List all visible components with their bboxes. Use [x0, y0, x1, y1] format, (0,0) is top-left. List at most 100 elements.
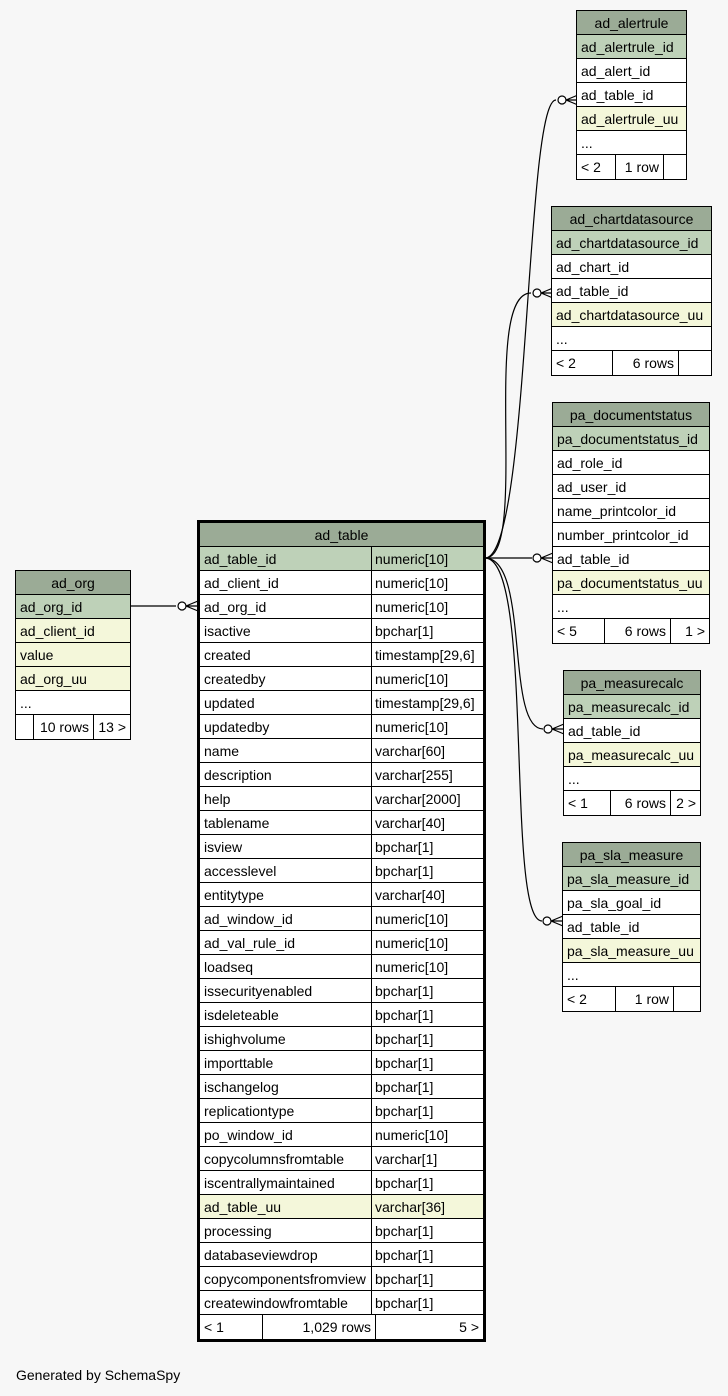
parents-count[interactable]: < 2 [581, 159, 601, 175]
column-row[interactable]: ... [564, 767, 700, 791]
children-count[interactable] [673, 987, 700, 1011]
column-row[interactable]: name_printcolor_id [553, 499, 709, 523]
column-row[interactable]: pa_sla_measure_id [563, 867, 700, 891]
column-row[interactable]: pa_sla_measure_uu [563, 939, 700, 963]
column-name: ad_table_id [567, 919, 640, 935]
column-row[interactable]: ad_chart_id [552, 255, 711, 279]
column-row[interactable]: ad_table_id [553, 547, 709, 571]
row-count: 6 rows [612, 351, 678, 375]
parents-count[interactable]: < 2 [556, 355, 576, 371]
column-row[interactable]: ad_table_id [564, 719, 700, 743]
column-row[interactable]: ad_table_id [563, 915, 700, 939]
column-row[interactable]: ad_user_id [553, 475, 709, 499]
column-row[interactable]: ad_table_id [552, 279, 711, 303]
column-row[interactable]: ad_alertrule_id [577, 35, 686, 59]
column-row[interactable]: ... [552, 327, 711, 351]
column-row[interactable]: ad_chartdatasource_uu [552, 303, 711, 327]
column-row[interactable]: ad_org_id [16, 595, 130, 619]
children-count[interactable]: 1 > [670, 619, 709, 643]
parents-count[interactable]: < 1 [204, 1319, 224, 1335]
column-type: bpchar[1] [371, 619, 483, 642]
column-row[interactable]: ... [563, 963, 700, 987]
column-name: createdby [204, 671, 266, 687]
children-count[interactable] [663, 155, 686, 179]
column-row[interactable]: pa_sla_goal_id [563, 891, 700, 915]
column-row[interactable]: ad_role_id [553, 451, 709, 475]
column-type: numeric[10] [371, 595, 483, 618]
column-type: varchar[255] [371, 763, 483, 786]
children-count[interactable] [678, 351, 711, 375]
column-name: ad_chart_id [556, 259, 630, 275]
column-row[interactable]: pa_documentstatus_id [553, 427, 709, 451]
column-name: number_printcolor_id [557, 527, 689, 543]
column-type: bpchar[1] [371, 979, 483, 1002]
column-row[interactable]: ad_client_id [16, 619, 130, 643]
column-row[interactable]: ad_org_uu [16, 667, 130, 691]
column-row[interactable]: ad_chartdatasource_id [552, 231, 711, 255]
column-row[interactable]: ... [16, 691, 130, 715]
children-count[interactable]: 13 > [93, 715, 130, 739]
column-row[interactable]: ... [553, 595, 709, 619]
column-name: created [204, 647, 251, 663]
column-row[interactable]: value [16, 643, 130, 667]
column-row[interactable]: pa_measurecalc_uu [564, 743, 700, 767]
children-count[interactable]: 2 > [670, 791, 700, 815]
column-row[interactable]: number_printcolor_id [553, 523, 709, 547]
parents-count[interactable]: < 2 [567, 991, 587, 1007]
column-row[interactable]: pa_documentstatus_uu [553, 571, 709, 595]
parents-count[interactable]: < 5 [557, 623, 577, 639]
column-name: copycomponentsfromview [204, 1271, 366, 1287]
column-row[interactable]: ad_alert_id [577, 59, 686, 83]
column-row[interactable]: pa_measurecalc_id [564, 695, 700, 719]
parents-count[interactable] [16, 715, 33, 739]
children-count[interactable]: 5 > [375, 1315, 483, 1339]
column-name: ... [568, 771, 580, 787]
parents-count[interactable]: < 1 [568, 795, 588, 811]
column-row[interactable]: ad_alertrule_uu [577, 107, 686, 131]
column-name: ad_org_uu [20, 671, 87, 687]
column-row[interactable]: ad_table_id [577, 83, 686, 107]
column-name: ad_role_id [557, 455, 623, 471]
column-row[interactable]: ... [577, 131, 686, 155]
